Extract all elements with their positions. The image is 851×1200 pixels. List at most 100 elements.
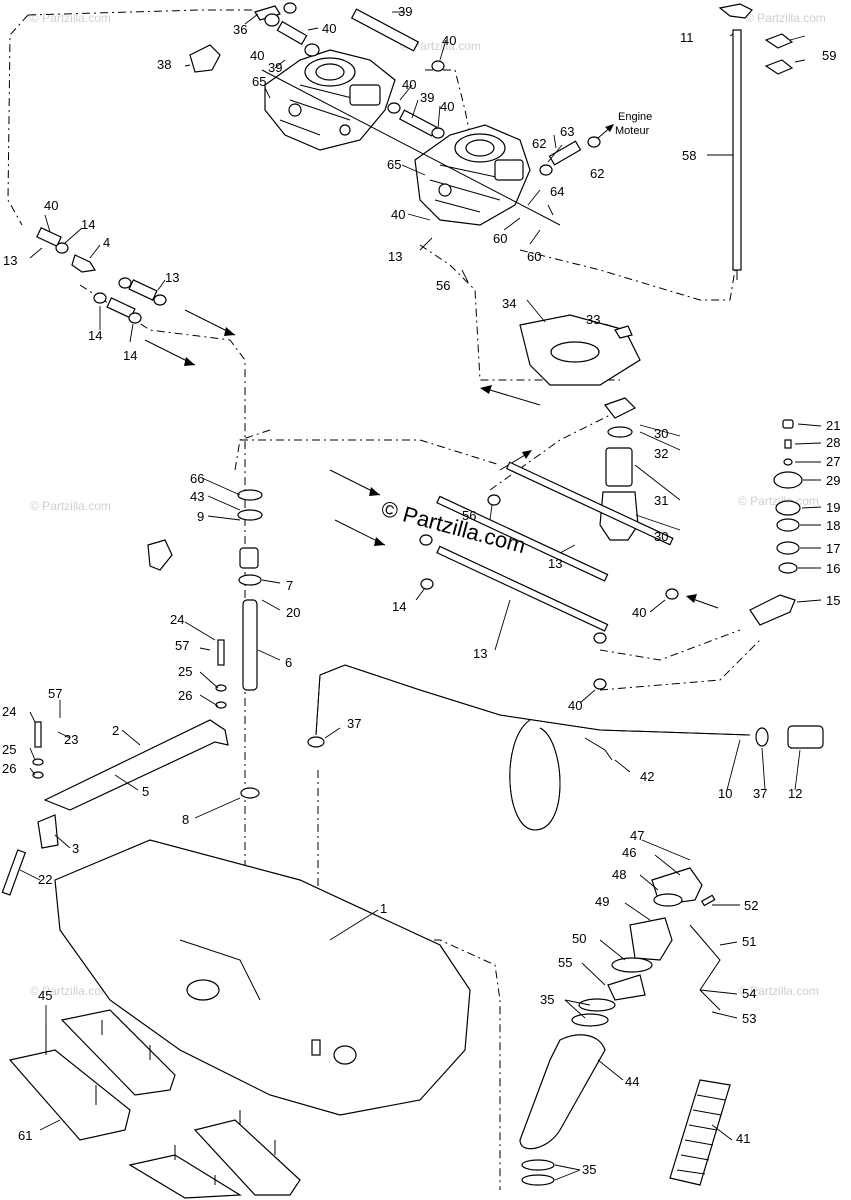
callout-58: 58: [682, 148, 696, 163]
callout-13: 13: [473, 646, 487, 661]
watermark-faint: © Partzilla.com: [400, 39, 481, 53]
callout-31: 31: [654, 493, 668, 508]
fuel-gauge-dipstick[interactable]: [718, 3, 794, 280]
callout-59: 59: [822, 48, 836, 63]
callout-56: 56: [436, 278, 450, 293]
callout-40: 40: [391, 207, 405, 222]
callout-54: 54: [742, 986, 756, 1001]
callout-64: 64: [550, 184, 564, 199]
fuel-tank[interactable]: [54, 839, 471, 1116]
watermark-faint: © Partzilla.com: [30, 984, 111, 998]
callout-30: 30: [654, 426, 668, 441]
callout-8: 8: [182, 812, 189, 827]
long-fuel-hoses[interactable]: [419, 461, 679, 690]
callout-50: 50: [572, 931, 586, 946]
callout-32: 32: [654, 446, 668, 461]
callout-16: 16: [826, 561, 840, 576]
callout-40: 40: [250, 48, 264, 63]
callout-25: 25: [178, 664, 192, 679]
callout-5: 5: [142, 784, 149, 799]
callout-39: 39: [268, 60, 282, 75]
callout-26: 26: [178, 688, 192, 703]
callout-3: 3: [72, 841, 79, 856]
callout-60: 60: [493, 231, 507, 246]
callout-6: 6: [285, 655, 292, 670]
callout-63: 63: [560, 124, 574, 139]
tank-support-pads[interactable]: [8, 1009, 301, 1199]
callout-45: 45: [38, 988, 52, 1003]
callout-52: 52: [744, 898, 758, 913]
callout-37: 37: [347, 716, 361, 731]
callout-40: 40: [402, 77, 416, 92]
callout-61: 61: [18, 1128, 32, 1143]
callout-44: 44: [625, 1074, 639, 1089]
callout-41: 41: [736, 1131, 750, 1146]
spring-hose[interactable]: [669, 1079, 731, 1186]
carburetor-upper[interactable]: [264, 49, 396, 151]
callout-57: 57: [175, 638, 189, 653]
callout-35: 35: [582, 1162, 596, 1177]
callout-46: 46: [622, 845, 636, 860]
routing-lines: [7, 9, 761, 1190]
callout-49: 49: [595, 894, 609, 909]
callout-14: 14: [81, 217, 95, 232]
callout-40: 40: [632, 605, 646, 620]
callout-62: 62: [590, 166, 604, 181]
callout-27: 27: [826, 454, 840, 469]
callout-34: 34: [502, 296, 516, 311]
callout-7: 7: [286, 578, 293, 593]
callout-40: 40: [442, 33, 456, 48]
callout-13: 13: [165, 270, 179, 285]
callout-13: 13: [388, 249, 402, 264]
vent-valve-stack[interactable]: [749, 419, 803, 626]
callout-40: 40: [322, 21, 336, 36]
callout-12: 12: [788, 786, 802, 801]
callout-labels: 36 39 40 40 40 39 38 65 40 39 40 Engine …: [2, 4, 840, 1177]
callout-14: 14: [88, 328, 102, 343]
callout-4: 4: [103, 235, 110, 250]
engine-note: Engine: [618, 111, 652, 123]
vent-hose[interactable]: [307, 664, 824, 831]
left-hose-cluster[interactable]: [36, 227, 167, 324]
callout-65: 65: [387, 157, 401, 172]
carburetor-lower[interactable]: [414, 124, 531, 226]
filler-neck-assembly[interactable]: [519, 867, 721, 1186]
callout-2: 2: [112, 723, 119, 738]
mounting-plate-and-filter[interactable]: [519, 314, 641, 541]
callout-66: 66: [190, 471, 204, 486]
callout-22: 22: [38, 872, 52, 887]
callout-20: 20: [286, 605, 300, 620]
callout-30: 30: [654, 529, 668, 544]
callout-17: 17: [826, 541, 840, 556]
watermark-faint: © Partzilla.com: [745, 11, 826, 25]
callout-28: 28: [826, 435, 840, 450]
callout-35: 35: [540, 992, 554, 1007]
callout-13: 13: [3, 253, 17, 268]
top-fittings[interactable]: [189, 2, 601, 176]
callout-65: 65: [252, 74, 266, 89]
callout-11: 11: [680, 30, 694, 45]
callout-39: 39: [420, 90, 434, 105]
callout-53: 53: [742, 1011, 756, 1026]
callout-29: 29: [826, 473, 840, 488]
callout-24: 24: [170, 612, 184, 627]
watermark-faint: © Partzilla.com: [30, 11, 111, 25]
callout-39: 39: [398, 4, 412, 19]
callout-56: 56: [462, 508, 476, 523]
callout-33: 33: [586, 312, 600, 327]
callout-25: 25: [2, 742, 16, 757]
fuel-pickup[interactable]: [147, 489, 263, 799]
callout-19: 19: [826, 500, 840, 515]
callout-14: 14: [123, 348, 137, 363]
callout-36: 36: [233, 22, 247, 37]
watermark-faint: © Partzilla.com: [738, 984, 819, 998]
callout-18: 18: [826, 518, 840, 533]
callout-40: 40: [44, 198, 58, 213]
callout-51: 51: [742, 934, 756, 949]
callout-40: 40: [568, 698, 582, 713]
tank-strap-bracket[interactable]: [1, 639, 229, 896]
callout-43: 43: [190, 489, 204, 504]
callout-60: 60: [527, 249, 541, 264]
